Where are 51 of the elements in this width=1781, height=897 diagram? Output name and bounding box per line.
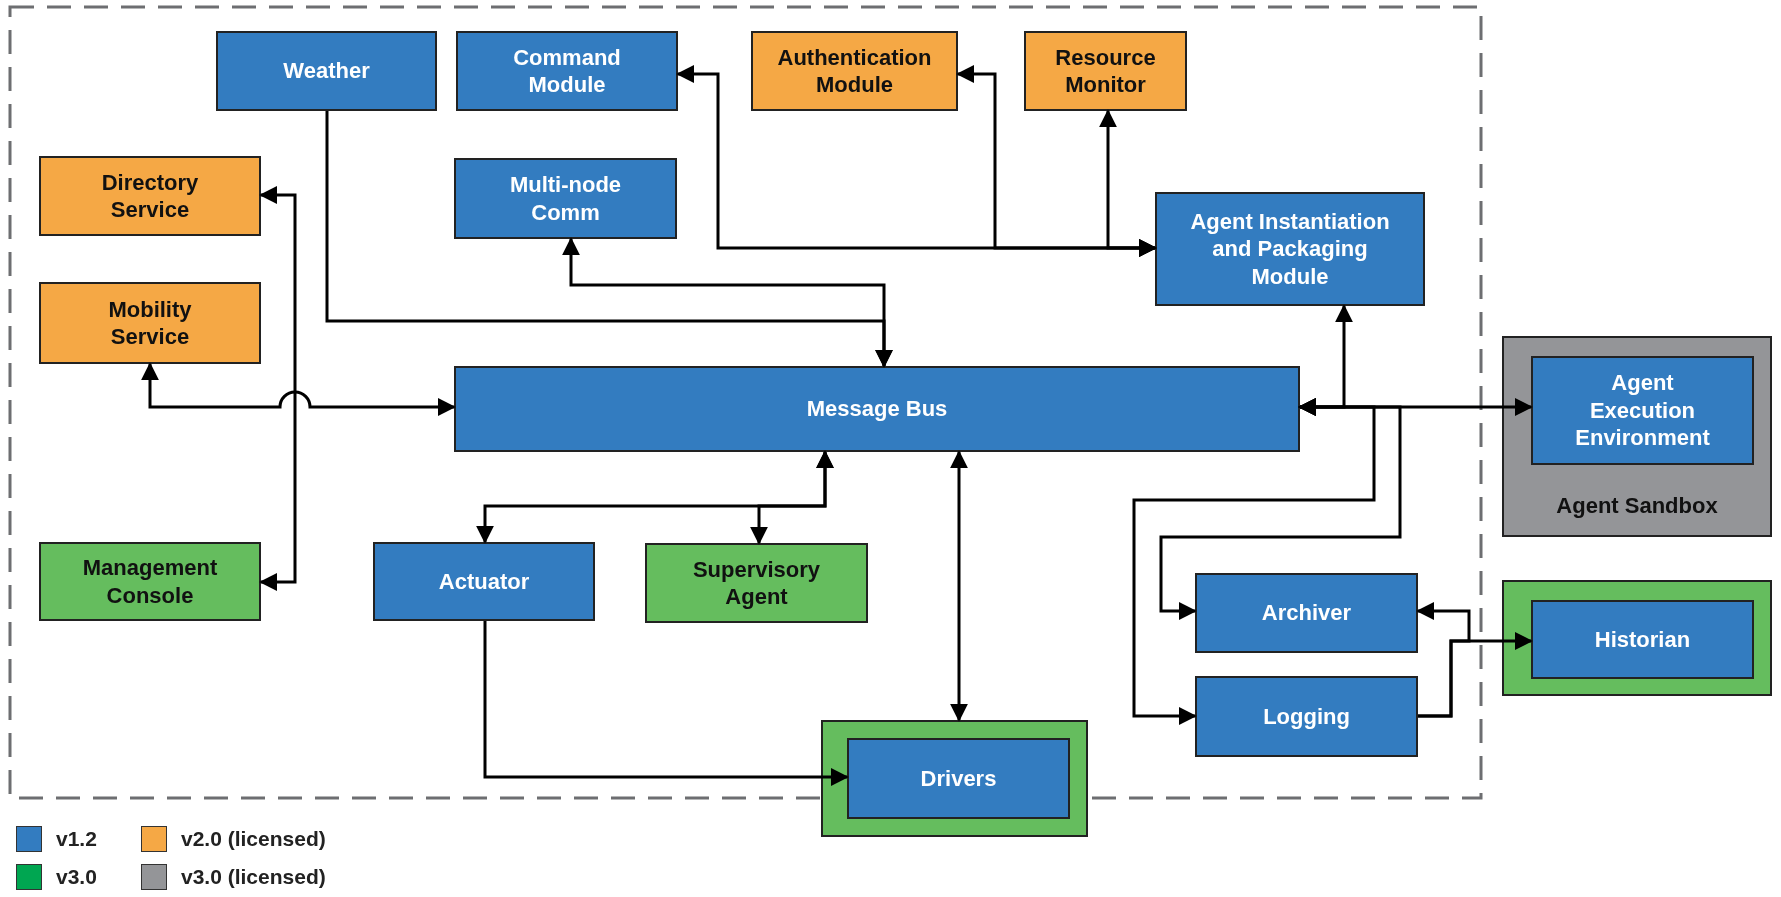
bus-bar <box>454 366 1300 452</box>
node-label: Management Console <box>81 554 219 609</box>
node-label: Agent Instantiation and Packaging Module <box>1189 207 1391 291</box>
module-box <box>847 738 1070 819</box>
legend-label: v3.0 <box>56 865 97 889</box>
module-box <box>454 158 677 239</box>
module-box <box>1195 676 1418 757</box>
legend-label: v3.0 (licensed) <box>181 865 326 889</box>
service-box <box>39 156 261 236</box>
module-box <box>1195 573 1418 653</box>
module-box <box>751 31 958 111</box>
arrow <box>950 450 968 722</box>
module-box <box>1024 31 1187 111</box>
node-label: Directory Service <box>100 168 200 224</box>
module-box <box>373 542 595 621</box>
node-label: Message Bus <box>805 395 949 423</box>
node-label: Mobility Service <box>107 295 193 351</box>
legend-label: v1.2 <box>56 827 97 851</box>
arrow <box>141 362 456 416</box>
node-label: Resource Monitor <box>1054 43 1157 99</box>
sandbox-container <box>1502 336 1772 537</box>
arrow <box>483 621 849 786</box>
module-box <box>216 31 437 111</box>
node-label: Multi-node Comm <box>508 171 623 226</box>
frame-box <box>821 720 1088 837</box>
node-label: Agent Execution Environment <box>1574 369 1711 452</box>
container-label: Agent Sandbox <box>1555 491 1719 519</box>
arrow <box>750 450 834 545</box>
module-box <box>1155 192 1425 306</box>
arrow <box>259 186 297 591</box>
node-label: Supervisory Agent <box>691 555 822 611</box>
node-label: Actuator <box>437 567 531 596</box>
node-label: Archiver <box>1260 599 1353 627</box>
arrow <box>1416 602 1471 718</box>
arrow <box>562 237 893 368</box>
node-label: Logging <box>1262 702 1351 731</box>
module-box <box>1531 600 1754 679</box>
node-label: Historian <box>1593 625 1692 654</box>
module-box <box>1531 356 1754 465</box>
node-label: Command Module <box>512 43 622 99</box>
legend-label: v2.0 (licensed) <box>181 827 326 851</box>
service-box <box>39 282 261 364</box>
agent-box <box>645 543 868 623</box>
frame-box <box>1502 580 1772 696</box>
node-label: Drivers <box>919 764 998 793</box>
arrow <box>1099 109 1157 257</box>
module-box <box>456 31 678 111</box>
arrow <box>1159 398 1402 620</box>
node-label: Authentication Module <box>776 43 933 99</box>
console-box <box>39 542 261 621</box>
node-label: Weather <box>282 57 371 85</box>
